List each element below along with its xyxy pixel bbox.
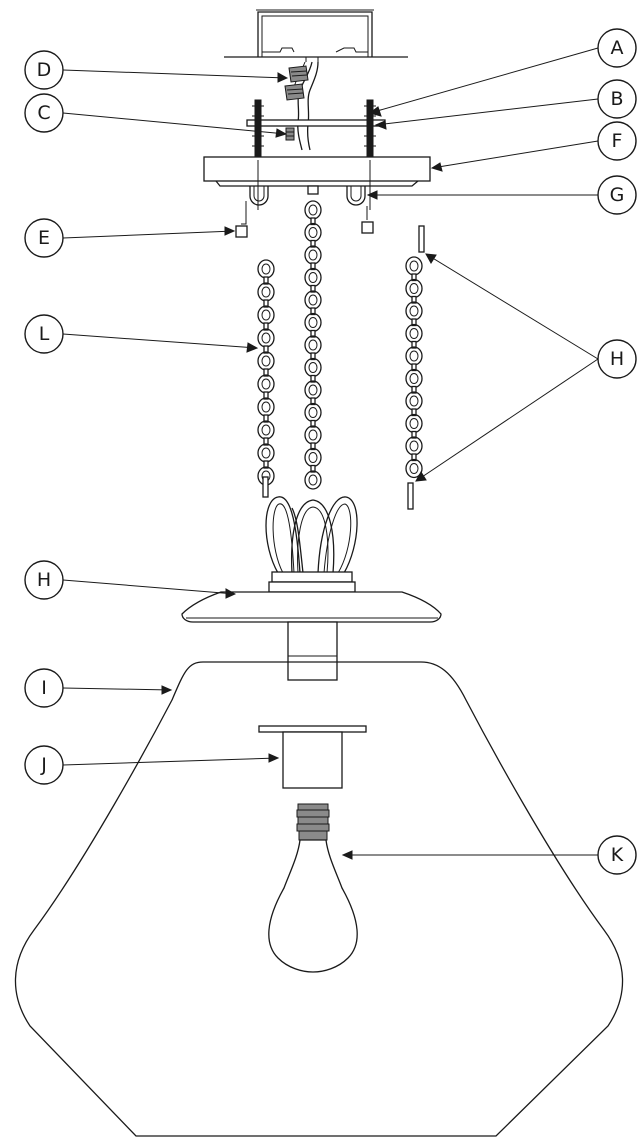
chain-link	[257, 351, 275, 377]
chain-link	[257, 328, 275, 354]
chain-link	[304, 380, 322, 406]
mounting-screw-right	[364, 99, 376, 161]
glass-shade	[14, 661, 624, 1137]
canopy-hook-center	[307, 185, 319, 195]
socket-housing	[287, 621, 338, 681]
chain-link	[304, 267, 322, 293]
chain-link	[405, 436, 423, 462]
chain-link	[405, 413, 423, 439]
callout-J-label: J	[40, 754, 47, 776]
mounting-screw-left	[252, 99, 264, 161]
chain-link	[304, 357, 322, 383]
callout-K: K	[597, 835, 637, 875]
fixture-loop-crown	[265, 496, 358, 574]
callout-I-label: I	[41, 677, 47, 699]
callout-B-label: B	[610, 88, 623, 110]
socket-ring	[258, 725, 367, 789]
leader-arrowheads	[161, 72, 443, 860]
chain-link	[405, 346, 423, 372]
canopy-hook-left	[249, 186, 269, 206]
callout-A: A	[597, 28, 637, 68]
callout-A-label: A	[611, 37, 624, 59]
chain-link	[405, 458, 423, 479]
chain-link	[257, 374, 275, 400]
chain-link	[304, 425, 322, 451]
wire-nut-upper	[288, 65, 309, 83]
callout-G: G	[597, 175, 637, 215]
fixture-collar	[268, 571, 356, 593]
chain-center	[304, 200, 322, 490]
chain-link	[304, 470, 322, 490]
chain-link	[304, 402, 322, 428]
callout-H-lower: H	[24, 560, 64, 600]
chain-link	[304, 245, 322, 271]
wire-nut-lower	[284, 83, 305, 101]
callout-E: E	[24, 218, 64, 258]
callout-F: F	[597, 121, 637, 161]
callout-F-label: F	[612, 130, 623, 152]
chain-link	[405, 391, 423, 417]
chain-spare	[405, 256, 423, 479]
chain-connector-right	[361, 206, 374, 234]
chain-link	[304, 200, 322, 226]
callout-L-label: L	[39, 323, 50, 345]
leader-lines	[62, 47, 599, 856]
chain-link	[405, 323, 423, 349]
callout-G-label: G	[610, 184, 625, 206]
callout-D: D	[24, 50, 64, 90]
chain-left	[257, 259, 275, 486]
chain-link	[405, 256, 423, 282]
callout-H-upper-label: H	[610, 348, 624, 370]
callout-B: B	[597, 79, 637, 119]
callout-D-label: D	[37, 59, 52, 81]
chain-link	[304, 222, 322, 248]
chain-connector-left	[235, 201, 248, 238]
chain-link	[304, 447, 322, 473]
chain-link	[257, 397, 275, 423]
chain-link	[405, 278, 423, 304]
chain-end-pin-left	[262, 476, 269, 498]
ground-screw	[285, 127, 295, 141]
chain-link	[304, 312, 322, 338]
chain-link	[304, 335, 322, 361]
callout-K-label: K	[611, 844, 624, 866]
callout-I: I	[24, 668, 64, 708]
callout-E-label: E	[38, 227, 50, 249]
callout-C-label: C	[37, 102, 50, 124]
callout-H-upper: H	[597, 339, 637, 379]
chain-link	[257, 305, 275, 331]
chain-link	[405, 301, 423, 327]
callout-C: C	[24, 93, 64, 133]
callout-L: L	[24, 314, 64, 354]
fixture-cap-plate	[181, 591, 442, 623]
spare-chain-pin-top	[418, 225, 425, 253]
chain-link	[405, 368, 423, 394]
chain-link	[304, 290, 322, 316]
callout-J: J	[24, 745, 64, 785]
canopy-hook-right	[346, 186, 366, 206]
chain-link	[257, 282, 275, 308]
chain-link	[257, 259, 275, 285]
light-bulb	[268, 803, 358, 973]
spare-chain-pin-bottom	[407, 482, 414, 510]
chain-link	[257, 420, 275, 446]
junction-box	[224, 9, 408, 62]
ceiling-canopy	[203, 156, 431, 210]
callout-H-lower-label: H	[37, 569, 51, 591]
mounting-crossbar	[246, 119, 386, 127]
chain-link	[257, 443, 275, 469]
